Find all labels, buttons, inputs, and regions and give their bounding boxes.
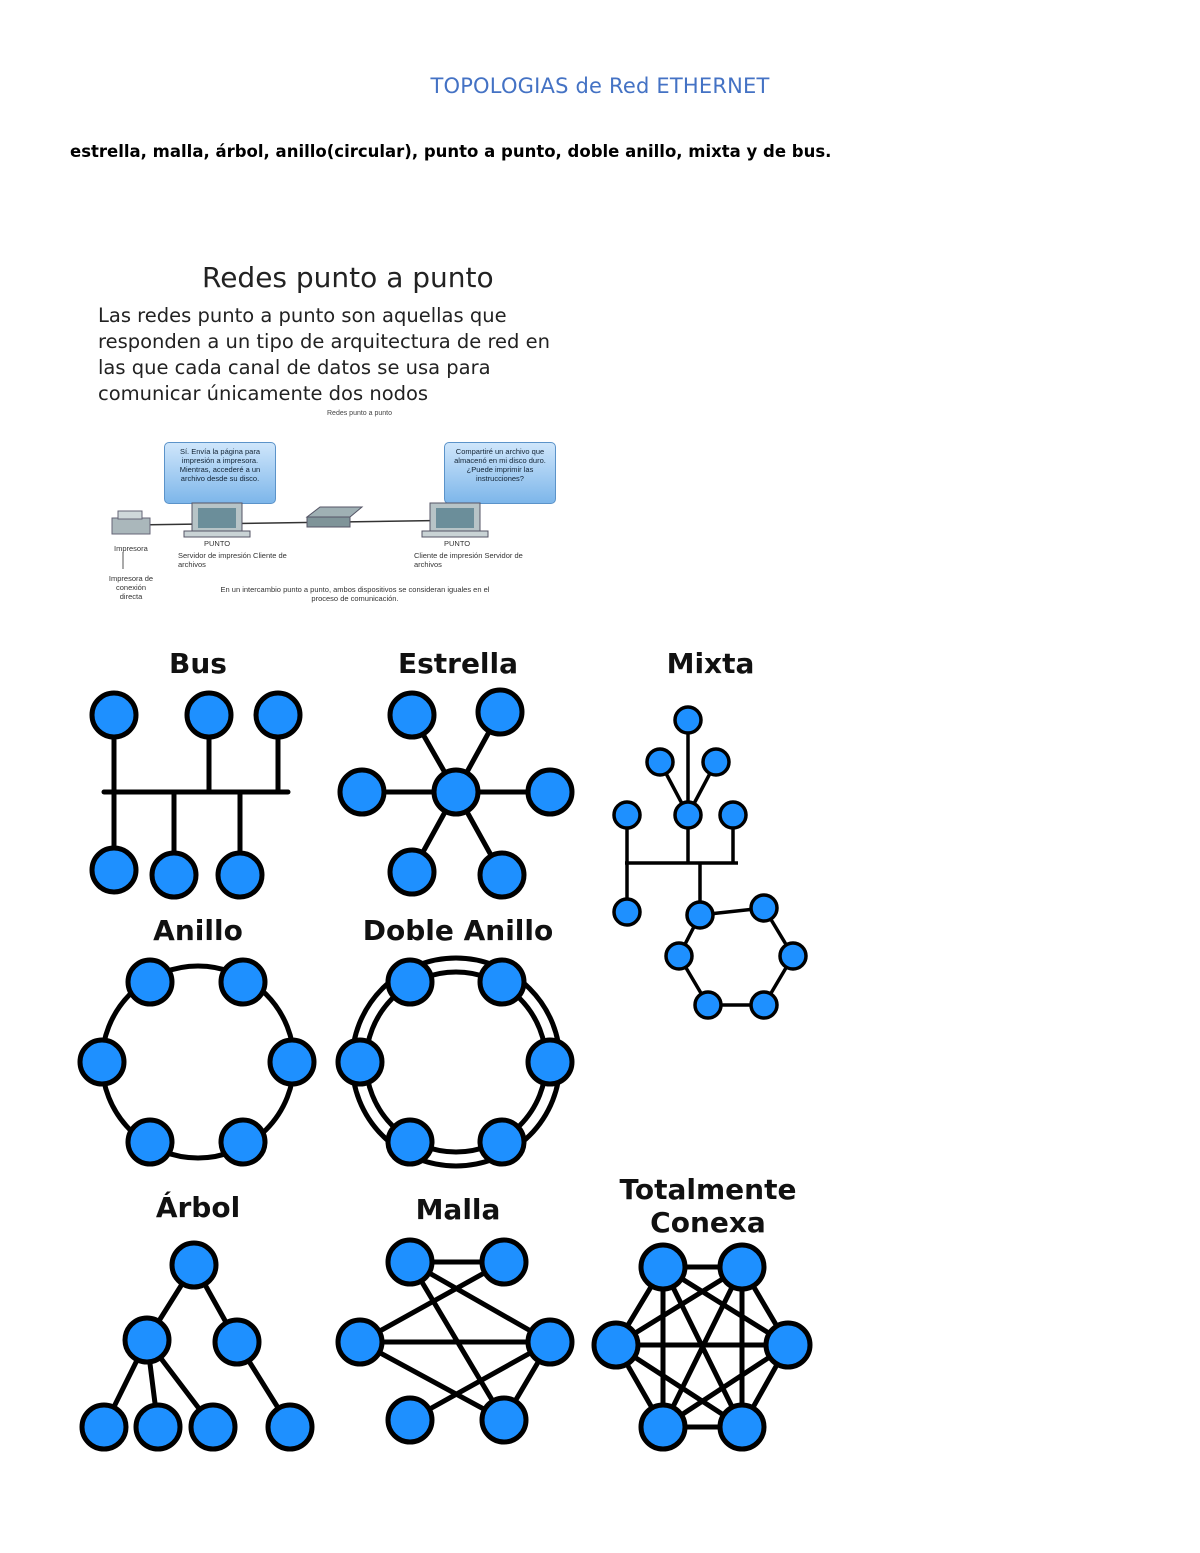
p2p-caption: Redes punto a punto (327, 410, 392, 417)
bus-diagram (89, 690, 303, 900)
tree-diagram (79, 1240, 315, 1452)
left-peer-label: PUNTO (204, 539, 231, 548)
title-estrella: Estrella (397, 647, 519, 680)
switch-icon (305, 506, 364, 528)
speech-bubble-right: Compartiré un archivo que almacenó en mi… (444, 442, 556, 504)
full-mesh-node (638, 1402, 688, 1452)
topology-list: estrella, malla, árbol, anillo(circular)… (70, 142, 832, 161)
full-mesh-node (717, 1242, 767, 1292)
p2p-diagram (111, 502, 489, 569)
full-mesh-link (613, 1342, 745, 1430)
p2p-description: Las redes punto a punto son aquellas que… (98, 304, 550, 405)
right-peer-roles: Cliente de impresión Servidor de archivo… (414, 551, 523, 569)
topology-diagrams (77, 687, 813, 1452)
full-mesh-node (717, 1402, 767, 1452)
fully-connected-diagram (591, 1242, 813, 1452)
star-diagram (337, 687, 575, 900)
title-totalmente: Totalmente (619, 1173, 797, 1206)
title-malla: Malla (415, 1193, 501, 1226)
p2p-note: En un intercambio punto a punto, ambos d… (220, 585, 490, 603)
title-bus: Bus (169, 647, 227, 680)
left-peer-roles: Servidor de impresión Cliente de archivo… (178, 551, 287, 569)
printer-direct-label: Impresora de conexión directa (108, 574, 154, 601)
computer-left-icon (183, 502, 251, 538)
title-doble-anillo: Doble Anillo (362, 914, 554, 947)
title-conexa: Conexa (650, 1206, 766, 1239)
ring-diagram (77, 957, 317, 1167)
title-mixta: Mixta (666, 647, 755, 680)
full-mesh-link (613, 1264, 745, 1348)
double-ring-diagram (335, 955, 575, 1169)
document-title: TOPOLOGIAS de Red ETHERNET (430, 74, 770, 98)
printer-icon (111, 510, 151, 535)
p2p-figure: Redes punto a punto Las redes punto a pu… (92, 255, 572, 610)
computer-right-icon (421, 502, 489, 538)
full-mesh-node (591, 1320, 641, 1370)
full-mesh-node (763, 1320, 813, 1370)
mixed-diagram (612, 705, 808, 1020)
title-anillo: Anillo (153, 914, 243, 947)
full-mesh-link (660, 1342, 791, 1430)
topologies-figure: Bus Estrella Mixta Anillo Doble Anillo Á… (77, 640, 830, 1472)
printer-label: Impresora (114, 544, 148, 553)
network-cable (131, 519, 473, 526)
title-arbol: Árbol (155, 1191, 241, 1224)
right-peer-label: PUNTO (444, 539, 471, 548)
p2p-heading: Redes punto a punto (202, 261, 494, 294)
full-mesh-node (638, 1242, 688, 1292)
mesh-diagram (335, 1237, 575, 1445)
